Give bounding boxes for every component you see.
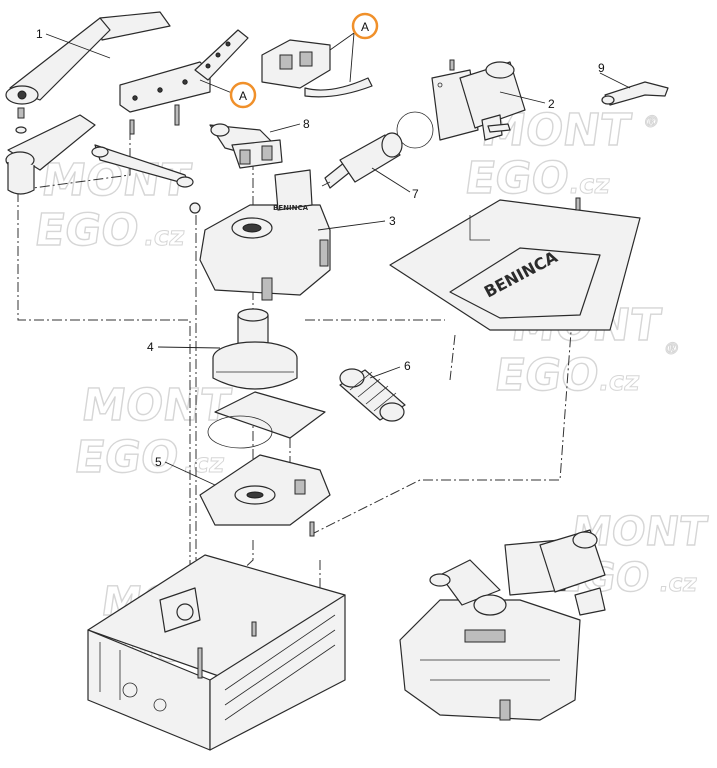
watermark-suffix: .cz (182, 449, 227, 479)
part-3-gearbox-cover: BENINCA (189, 169, 331, 301)
watermark-2: MONT EGO .cz ® (461, 104, 661, 204)
watermark-suffix: .cz (567, 170, 612, 200)
watermark-reg: ® (662, 339, 681, 358)
leader-lines (45, 32, 631, 486)
part-5-base-housing (199, 454, 331, 537)
watermark-suffix: .cz (597, 367, 642, 397)
part-1-arm-assembly (5, 11, 249, 195)
part-label-4: 4 (147, 340, 154, 354)
assembled-unit (399, 529, 606, 721)
mounting-box (87, 554, 346, 751)
part-label-8: 8 (303, 117, 310, 131)
callout-label: A (239, 89, 247, 103)
watermark-reg: ® (642, 112, 661, 131)
part-label-1: 1 (36, 27, 43, 41)
part-labels: 1 2 3 4 5 6 7 8 9 (36, 27, 605, 469)
callout-a-bracket (261, 39, 373, 98)
gaskets (207, 391, 326, 449)
cover-brand-text: BENINCA (273, 204, 309, 212)
watermark-suffix: .cz (658, 569, 699, 597)
part-2-motor (396, 59, 526, 149)
watermark-text-bottom: EGO (31, 205, 142, 256)
part-label-6: 6 (404, 359, 411, 373)
part-9-release-key (601, 81, 669, 106)
callout-label: A (361, 20, 369, 34)
part-label-5: 5 (155, 455, 162, 469)
callout-a-upper: A (351, 12, 379, 40)
watermark-text-bottom: EGO (491, 350, 602, 401)
watermark-text-top: MONT (78, 380, 233, 431)
callout-ring (351, 12, 379, 40)
callout-ring (229, 81, 257, 109)
part-6-worm-gear (339, 368, 406, 422)
part-8-crank-lever (209, 123, 283, 169)
part-7-worm-shaft (321, 132, 403, 189)
brand-plate: BENINCA (389, 197, 641, 331)
watermark-text-bottom: EGO (462, 153, 573, 204)
part-label-2: 2 (548, 97, 555, 111)
part-label-9: 9 (598, 61, 605, 75)
part-4-gear (212, 308, 298, 390)
watermark-text-bottom: EGO (71, 432, 182, 483)
watermark-suffix: .cz (142, 222, 187, 252)
part-label-3: 3 (389, 214, 396, 228)
callout-a-lower: A (229, 81, 257, 109)
watermark-4: MONT EGO .cz (70, 379, 234, 483)
part-label-7: 7 (412, 187, 419, 201)
